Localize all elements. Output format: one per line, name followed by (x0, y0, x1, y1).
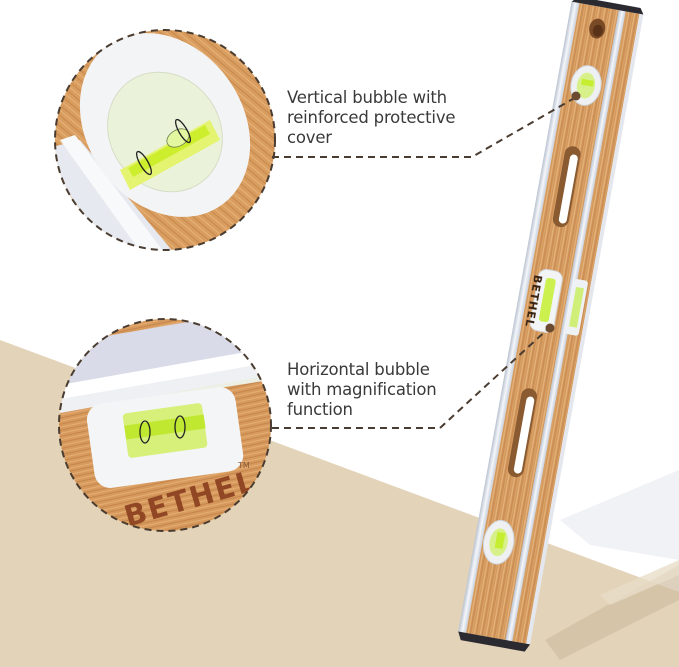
horizontal-bubble-pointer-dot (545, 323, 555, 333)
vertical-bubble-pointer-dot (571, 91, 581, 101)
caption-line: function (287, 400, 353, 419)
trademark-mark: TM (237, 461, 250, 470)
spirit-level: BETHEL (458, 0, 644, 652)
horizontal-bubble-caption: Horizontal bubble with magnification fun… (287, 360, 487, 420)
caption-line: Horizontal bubble (287, 360, 430, 379)
vertical-bubble-leader (272, 95, 579, 158)
horizontal-bubble-leader (272, 326, 551, 429)
vertical-bubble-caption: Vertical bubble with reinforced protecti… (287, 88, 487, 148)
caption-line: cover (287, 128, 332, 147)
vertical-bubble-zoom-border (54, 29, 276, 251)
horizontal-bubble-zoom-border (58, 318, 272, 532)
caption-line: with magnification (287, 380, 437, 399)
vertical-bubble-zoom (55, 30, 275, 250)
caption-line: Vertical bubble with (287, 88, 447, 107)
caption-line: reinforced protective (287, 108, 456, 127)
